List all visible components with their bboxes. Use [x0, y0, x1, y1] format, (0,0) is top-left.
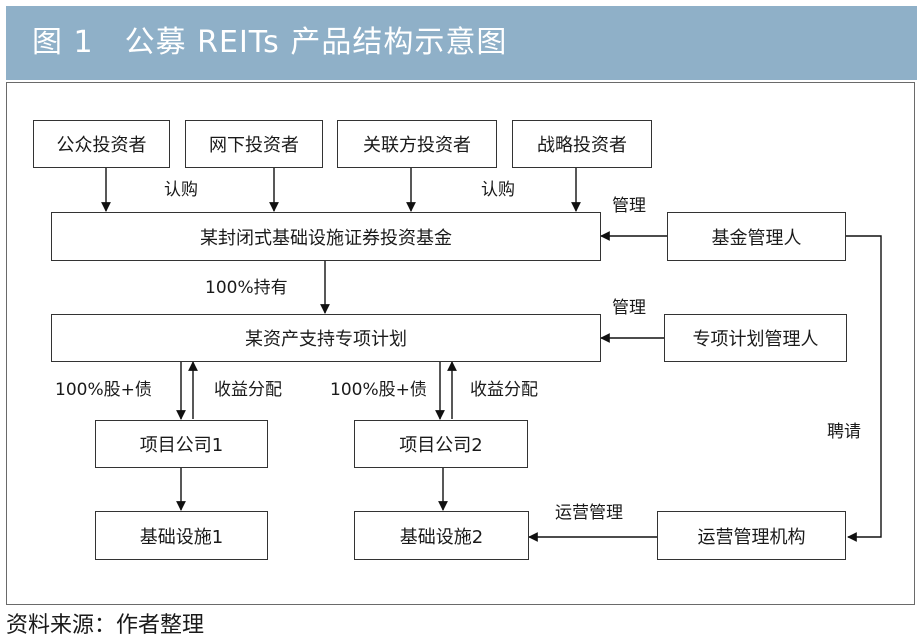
- figure-title: 图 1 公募 REITs 产品结构示意图: [32, 25, 508, 60]
- label-manage-fund: 管理: [612, 196, 646, 216]
- label-subscribe-right: 认购: [481, 180, 515, 200]
- arrow-fundmanager-hires-operator: [846, 235, 882, 542]
- label-income-1: 收益分配: [214, 380, 282, 400]
- company2-box: 项目公司2: [354, 420, 528, 468]
- fund-box: 某封闭式基础设施证券投资基金: [51, 212, 601, 261]
- figure-header: 图 1 公募 REITs 产品结构示意图: [6, 6, 917, 80]
- source-note: 资料来源：作者整理: [6, 613, 205, 638]
- investor-public-box: 公众投资者: [33, 120, 170, 168]
- infra1-box: 基础设施1: [95, 511, 268, 560]
- operator-box: 运营管理机构: [657, 511, 846, 560]
- label-equity-debt-2: 100%股+债: [330, 380, 427, 400]
- label-income-2: 收益分配: [470, 380, 538, 400]
- company1-box: 项目公司1: [95, 420, 268, 468]
- plan-manager-box: 专项计划管理人: [664, 314, 847, 362]
- abs-plan-box: 某资产支持专项计划: [51, 314, 601, 362]
- label-subscribe-left: 认购: [164, 180, 198, 200]
- investor-strategic-box: 战略投资者: [512, 120, 652, 168]
- label-hire: 聘请: [827, 422, 861, 442]
- label-hold: 100%持有: [205, 278, 288, 298]
- label-operation-mgmt: 运营管理: [555, 503, 623, 523]
- infra2-box: 基础设施2: [354, 511, 529, 560]
- label-equity-debt-1: 100%股+债: [55, 380, 152, 400]
- diagram-frame: [6, 82, 915, 605]
- label-manage-plan: 管理: [612, 298, 646, 318]
- investor-offline-box: 网下投资者: [185, 120, 323, 168]
- fund-manager-box: 基金管理人: [667, 212, 846, 261]
- investor-related-box: 关联方投资者: [337, 120, 497, 168]
